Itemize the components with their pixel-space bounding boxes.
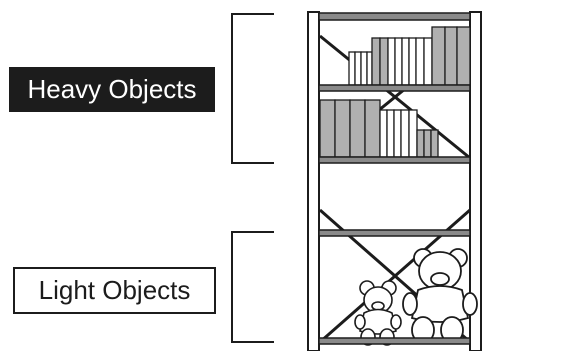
book-icon xyxy=(430,129,439,158)
book-icon xyxy=(423,129,432,158)
book-icon xyxy=(319,99,336,158)
light-objects-text: Light Objects xyxy=(38,275,191,305)
shelf-bottom xyxy=(318,337,471,345)
heavy-objects-text: Heavy Objects xyxy=(27,74,197,104)
shelf-top xyxy=(318,12,471,21)
book-icon xyxy=(379,37,389,86)
book-icon xyxy=(408,37,417,86)
left-upright xyxy=(307,11,320,351)
teddy-bear-icon xyxy=(354,280,402,346)
book-icon xyxy=(394,37,403,86)
teddy-bear-icon xyxy=(402,248,478,344)
light-objects-label: Light Objects xyxy=(13,267,216,314)
book-icon xyxy=(400,109,410,158)
book-icon xyxy=(387,37,396,86)
light-bracket-icon xyxy=(231,231,274,343)
book-icon xyxy=(415,37,425,86)
book-icon xyxy=(456,26,471,86)
book-icon xyxy=(393,109,402,158)
heavy-bracket-icon xyxy=(231,13,274,164)
book-icon xyxy=(423,37,433,86)
book-icon xyxy=(348,51,356,86)
right-upright xyxy=(469,11,482,351)
book-icon xyxy=(416,129,425,158)
book-icon xyxy=(401,37,410,86)
book-icon xyxy=(408,109,418,158)
heavy-objects-label: Heavy Objects xyxy=(9,67,215,112)
book-icon xyxy=(364,99,381,158)
book-icon xyxy=(360,51,368,86)
bookshelf-icon xyxy=(307,11,482,351)
book-icon xyxy=(334,99,351,158)
book-icon xyxy=(349,99,366,158)
book-icon xyxy=(386,109,395,158)
books-row-2 xyxy=(319,99,439,158)
book-icon xyxy=(379,109,388,158)
shelf-2 xyxy=(318,156,471,164)
shelf-1 xyxy=(318,84,471,92)
book-icon xyxy=(354,51,362,86)
shelf-3 xyxy=(318,229,471,237)
book-icon xyxy=(431,26,446,86)
book-icon xyxy=(371,37,381,86)
book-icon xyxy=(366,51,373,86)
books-row-1 xyxy=(348,26,471,86)
book-icon xyxy=(444,26,458,86)
